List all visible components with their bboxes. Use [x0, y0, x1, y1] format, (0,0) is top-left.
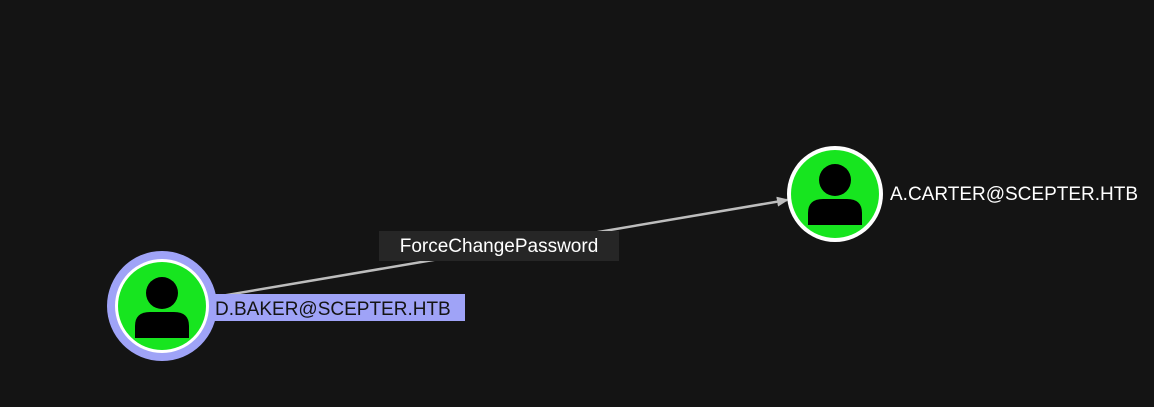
edge-label-background	[379, 231, 619, 261]
user-icon	[808, 164, 862, 225]
node-acarter[interactable]: A.CARTER@SCEPTER.HTB	[787, 146, 1138, 242]
edge-force-change-password[interactable]: ForceChangePassword	[161, 196, 789, 308]
node-label: D.BAKER@SCEPTER.HTB	[215, 299, 451, 320]
node-dbaker[interactable]: D.BAKER@SCEPTER.HTB	[107, 251, 465, 361]
node-label: A.CARTER@SCEPTER.HTB	[890, 184, 1138, 205]
user-icon	[135, 277, 189, 338]
node-label-background	[212, 294, 465, 321]
edge-label: ForceChangePassword	[400, 236, 599, 257]
